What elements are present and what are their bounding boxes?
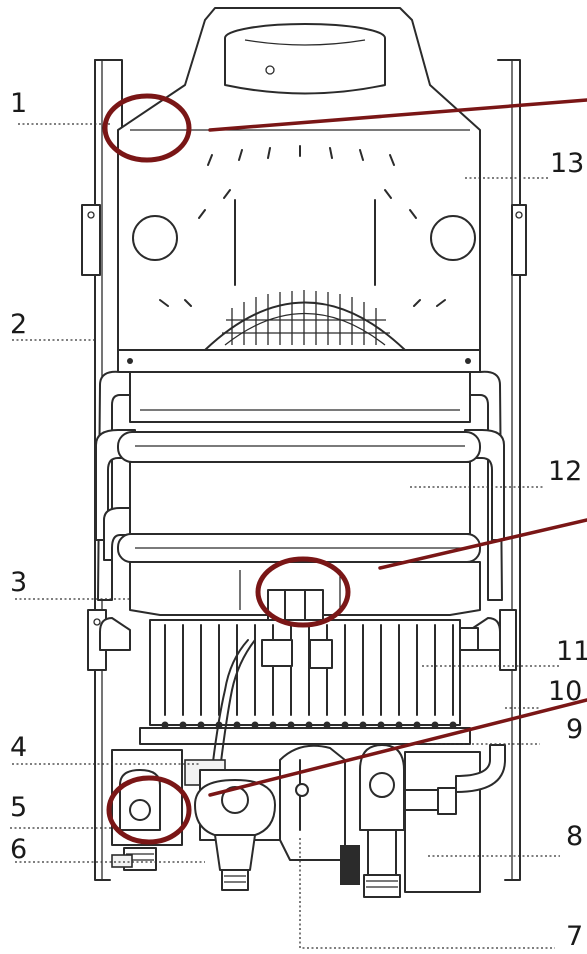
highlight-circle-top [102,93,192,163]
pointer-line-middle [378,518,587,570]
heat-exchanger [95,349,505,601]
label-3: 3 [10,567,27,598]
water-block [99,561,501,651]
label-9: 9 [566,714,583,745]
label-1: 1 [10,88,27,119]
highlight-circle-middle [255,556,351,628]
label-12: 12 [548,456,582,487]
label-8: 8 [566,821,583,852]
highlights [102,93,587,845]
pointer-line-top [208,98,587,132]
burner-assembly [139,619,479,771]
label-7: 7 [566,921,583,952]
label-4: 4 [10,732,27,763]
label-13: 13 [550,148,584,179]
label-11: 11 [556,636,587,667]
label-5: 5 [10,792,27,823]
outer-frame [81,59,527,881]
leader-lines [10,123,560,949]
highlight-circle-bottom [106,775,192,845]
valve-assembly [111,744,506,898]
label-10: 10 [548,676,582,707]
label-6: 6 [10,834,27,865]
part-labels: 1 2 3 4 5 6 7 8 9 10 11 12 13 [10,88,587,952]
leader-7 [299,838,555,949]
pointer-line-bottom [208,698,587,797]
flue-hood [117,7,481,351]
label-2: 2 [10,309,27,340]
